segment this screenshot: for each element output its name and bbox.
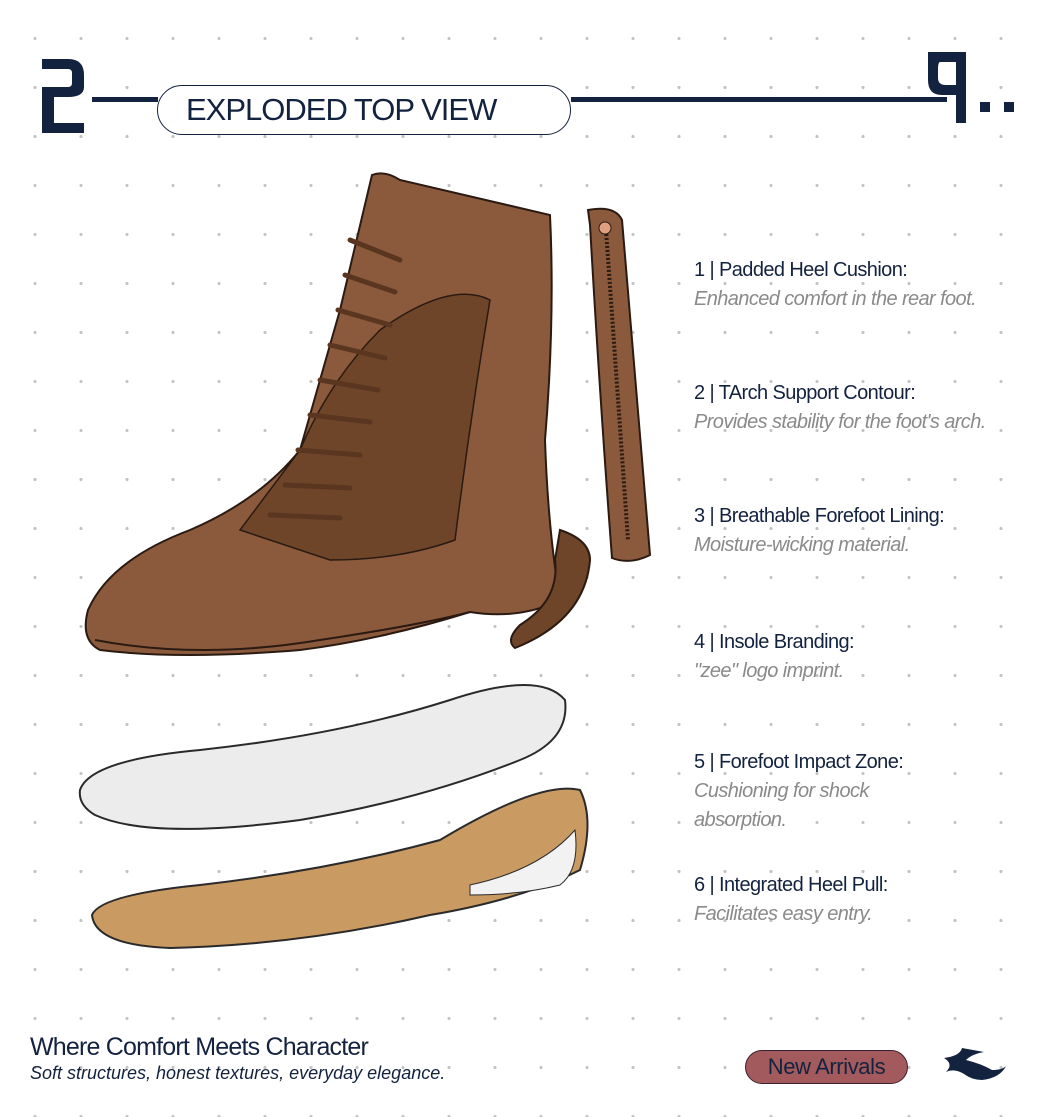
- logo-mark-right: [928, 52, 1014, 123]
- feature-title: 1 | Padded Heel Cushion:: [694, 259, 908, 281]
- boot-upper: [84, 172, 562, 656]
- feature-title: 5 | Forefoot Impact Zone:: [694, 751, 904, 773]
- header-rule-right: [571, 97, 947, 102]
- feature-item: 2 | TArch Support Contour: Provides stabi…: [694, 379, 989, 437]
- feature-description: Facilitates easy entry.: [694, 903, 873, 925]
- insole-white: [78, 684, 567, 830]
- feature-title: 3 | Breathable Forefoot Lining:: [694, 505, 945, 527]
- feature-item: 5 | Forefoot Impact Zone: Cushioning for …: [694, 748, 924, 835]
- heel-zipper-panel: [510, 207, 652, 650]
- page-title-text: EXPLODED TOP VIEW: [186, 92, 497, 127]
- tagline-heading: Where Comfort Meets Character: [30, 1033, 369, 1061]
- feature-item: 6 | Integrated Heel Pull: Facilitates eas…: [694, 871, 888, 929]
- logo-mark-left: [42, 59, 84, 133]
- feature-description: "zee" logo imprint.: [694, 660, 844, 682]
- header-rule-left: [92, 97, 158, 102]
- brand-logo-icon: [944, 1048, 1006, 1080]
- feature-item: 3 | Breathable Forefoot Lining: Moisture-…: [694, 502, 945, 560]
- outsole-tan: [90, 787, 589, 950]
- feature-description: Enhanced comfort in the rear foot.: [694, 288, 977, 310]
- footer-tagline: Where Comfort Meets Character Soft struc…: [30, 1033, 445, 1084]
- feature-description: Moisture-wicking material.: [694, 534, 910, 556]
- new-arrivals-label: New Arrivals: [767, 1054, 886, 1079]
- feature-description: Cushioning for shock absorption.: [694, 780, 869, 831]
- page-title: EXPLODED TOP VIEW: [157, 85, 571, 135]
- new-arrivals-button[interactable]: New Arrivals: [745, 1050, 908, 1084]
- feature-item: 4 | Insole Branding: "zee" logo imprint.: [694, 628, 855, 686]
- feature-description: Provides stability for the foot's arch.: [694, 411, 986, 433]
- feature-title: 2 | TArch Support Contour:: [694, 382, 916, 404]
- exploded-boot-illustration: [78, 172, 652, 950]
- feature-item: 1 | Padded Heel Cushion: Enhanced comfort…: [694, 256, 984, 314]
- tagline-subtitle: Soft structures, honest textures, everyd…: [30, 1063, 446, 1083]
- feature-title: 6 | Integrated Heel Pull:: [694, 874, 888, 896]
- feature-title: 4 | Insole Branding:: [694, 631, 855, 653]
